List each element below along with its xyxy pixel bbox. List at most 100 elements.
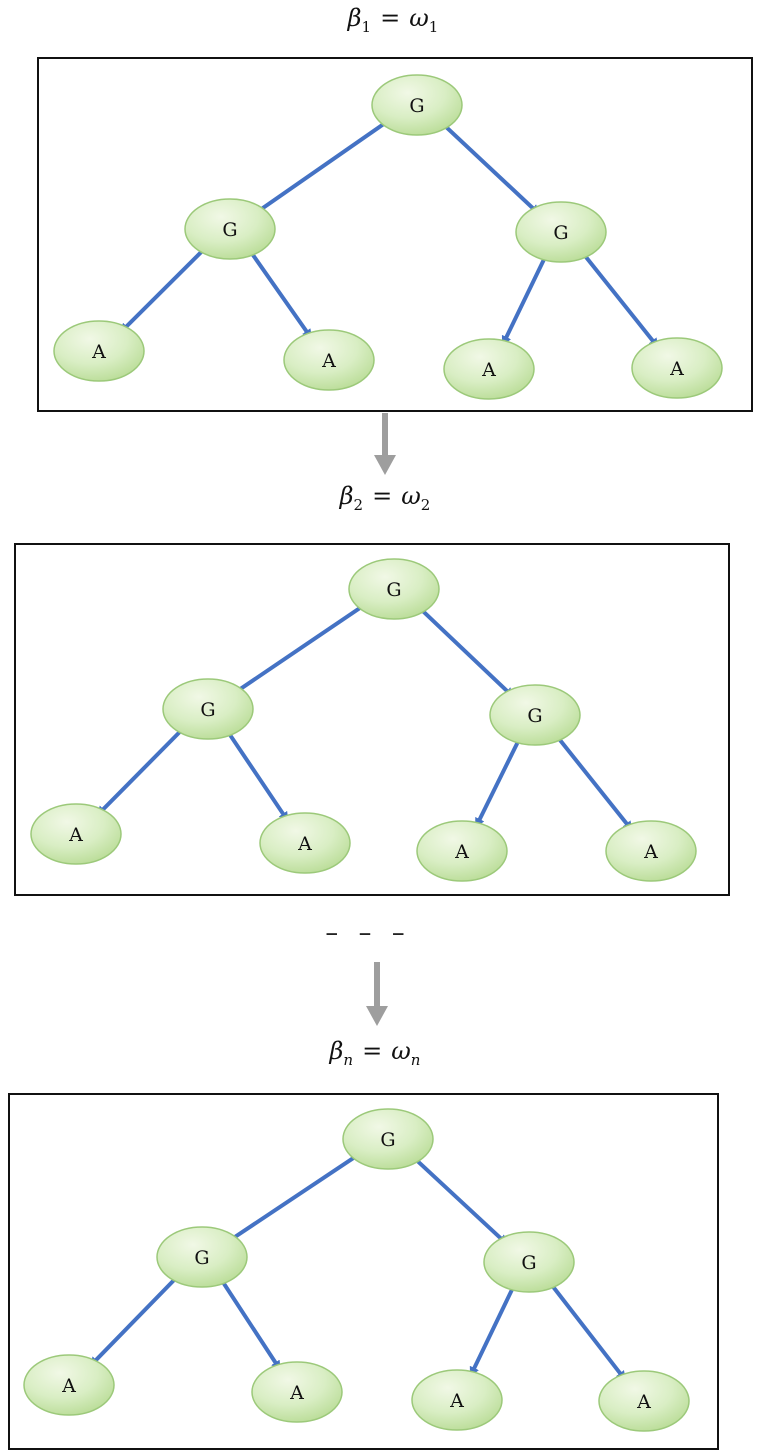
- internal-node-g: G: [184, 198, 276, 260]
- root-node-g: G: [342, 1108, 434, 1170]
- node-label: A: [61, 1375, 76, 1397]
- node-ellipse: [53, 320, 145, 382]
- node-ellipse: [605, 820, 697, 882]
- internal-node-g: G: [483, 1231, 575, 1293]
- node-label: A: [321, 350, 336, 372]
- node-ellipse: [184, 198, 276, 260]
- beta-subscript: 1: [361, 17, 372, 36]
- node-ellipse: [416, 820, 508, 882]
- node-ellipse: [515, 201, 607, 263]
- stage-arrow-2: [365, 962, 389, 1028]
- tree-edge-arrow: [580, 250, 660, 349]
- tree-edge-arrow: [231, 601, 369, 696]
- node-label: G: [409, 95, 424, 117]
- node-label: G: [194, 1247, 209, 1269]
- tree-edge-arrow: [96, 725, 187, 817]
- equals-sign: =: [362, 1037, 383, 1065]
- equals-sign: =: [372, 482, 393, 510]
- tree-edge-arrow: [469, 1284, 517, 1377]
- node-ellipse: [30, 803, 122, 865]
- internal-node-g: G: [162, 678, 254, 740]
- node-label: G: [200, 699, 215, 721]
- node-ellipse: [631, 337, 723, 399]
- node-label: A: [449, 1390, 464, 1412]
- node-ellipse: [23, 1354, 115, 1416]
- beta-subscript: n: [343, 1050, 354, 1069]
- leaf-node-a: A: [443, 338, 535, 400]
- leaf-node-a: A: [605, 820, 697, 882]
- node-ellipse: [162, 678, 254, 740]
- node-label: G: [521, 1252, 536, 1274]
- stage-arrow-1: [373, 413, 397, 477]
- node-label: A: [643, 841, 658, 863]
- internal-node-g: G: [156, 1226, 248, 1288]
- tree-edge-arrow: [225, 1151, 363, 1244]
- node-ellipse: [259, 812, 351, 874]
- tree-diagram: G G G A A A A: [53, 74, 723, 400]
- stage-n-label: βn=ωn: [300, 1037, 450, 1069]
- tree-edge-arrow: [247, 248, 313, 340]
- node-ellipse: [156, 1226, 248, 1288]
- internal-node-g: G: [515, 201, 607, 263]
- tree-panel-3: G G G A A A A: [8, 1093, 719, 1450]
- tree-edge-arrow: [119, 245, 208, 334]
- tree-panel-1: G G G A A A A: [37, 57, 753, 412]
- leaf-node-a: A: [30, 803, 122, 865]
- node-label: G: [386, 579, 401, 601]
- root-node-g: G: [348, 558, 440, 620]
- omega-subscript: n: [410, 1050, 421, 1069]
- leaf-node-a: A: [283, 329, 375, 391]
- node-label: G: [553, 222, 568, 244]
- tree-edge-arrow: [501, 254, 548, 347]
- node-ellipse: [598, 1370, 690, 1432]
- omega-symbol: ω: [391, 1037, 411, 1065]
- tree-edge-arrow: [225, 728, 290, 822]
- omega-symbol: ω: [401, 482, 421, 510]
- equals-sign: =: [380, 4, 401, 32]
- leaf-node-a: A: [411, 1369, 503, 1431]
- node-ellipse: [443, 338, 535, 400]
- node-label: A: [297, 833, 312, 855]
- node-ellipse: [251, 1361, 343, 1423]
- tree-edge-arrow: [410, 1154, 508, 1246]
- internal-node-g: G: [489, 684, 581, 746]
- beta-symbol: β: [339, 482, 354, 510]
- node-label: A: [636, 1391, 651, 1413]
- leaf-node-a: A: [259, 812, 351, 874]
- tree-edge-arrow: [253, 117, 392, 216]
- node-ellipse: [483, 1231, 575, 1293]
- leaf-node-a: A: [251, 1361, 343, 1423]
- tree-edge-arrow: [439, 120, 540, 215]
- node-label: A: [91, 341, 106, 363]
- omega-symbol: ω: [409, 4, 429, 32]
- tree-edge-arrow: [474, 737, 522, 829]
- leaf-node-a: A: [598, 1370, 690, 1432]
- tree-diagram: G G G A A A A: [23, 1108, 690, 1432]
- tree-edge-arrow: [554, 733, 634, 832]
- tree-edge-arrow: [218, 1277, 282, 1371]
- tree-edge-arrow: [416, 604, 515, 698]
- node-label: A: [669, 358, 684, 380]
- node-label: G: [222, 219, 237, 241]
- beta-symbol: β: [347, 4, 362, 32]
- stage-1-label: β1=ω1: [318, 4, 468, 36]
- tree-diagram: G G G A A A A: [30, 558, 697, 882]
- node-label: A: [454, 841, 469, 863]
- tree-edge-arrow: [89, 1273, 181, 1368]
- root-node-g: G: [371, 74, 463, 136]
- beta-subscript: 2: [353, 495, 364, 514]
- node-label: A: [289, 1382, 304, 1404]
- node-label: G: [380, 1129, 395, 1151]
- omega-subscript: 2: [420, 495, 431, 514]
- leaf-node-a: A: [53, 320, 145, 382]
- leaf-node-a: A: [416, 820, 508, 882]
- node-label: G: [527, 705, 542, 727]
- tree-panel-2: G G G A A A A: [14, 543, 730, 896]
- node-ellipse: [411, 1369, 503, 1431]
- continuation-dashes: – – –: [325, 918, 411, 948]
- omega-subscript: 1: [428, 17, 439, 36]
- beta-symbol: β: [329, 1037, 344, 1065]
- stage-2-label: β2=ω2: [310, 482, 460, 514]
- node-ellipse: [371, 74, 463, 136]
- tree-edge-arrow: [547, 1280, 627, 1382]
